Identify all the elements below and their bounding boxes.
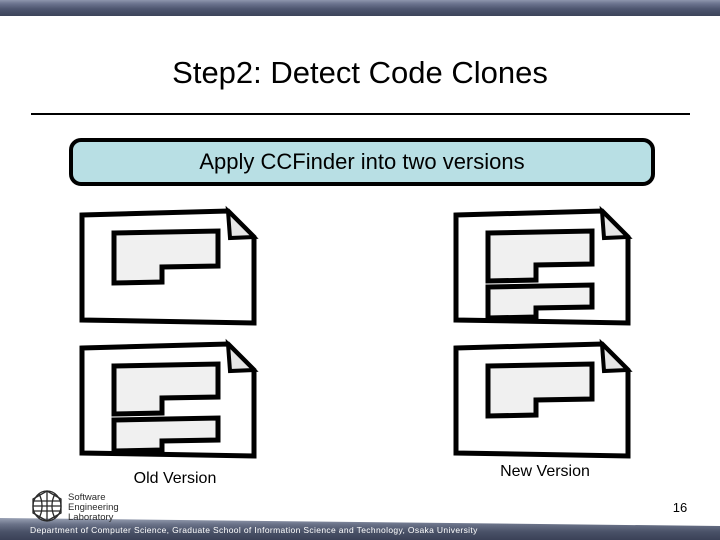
document-old-version-top [78, 205, 264, 327]
clone-region [111, 415, 221, 454]
footer-text: Department of Computer Science, Graduate… [30, 525, 478, 535]
logo: Software Engineering Laboratory [31, 489, 136, 525]
logo-line-1: Software [68, 492, 106, 503]
top-decorative-band [0, 0, 720, 16]
folded-corner-icon [225, 205, 259, 241]
document-new-version-bottom [452, 338, 638, 460]
clone-region [485, 228, 595, 284]
clone-region [111, 228, 221, 286]
globe-grid-icon [32, 490, 62, 522]
clone-region [485, 361, 595, 419]
page-title: Step2: Detect Code Clones [172, 55, 548, 90]
folded-corner-icon [225, 338, 259, 374]
footer-band [0, 513, 720, 540]
logo-line-2: Engineering [68, 502, 119, 513]
folded-corner-icon [599, 338, 633, 374]
clone-region [111, 361, 221, 417]
top-band-edge [0, 16, 720, 18]
page-number: 16 [672, 500, 688, 515]
document-old-version-bottom [78, 338, 264, 460]
title-divider-rule [31, 113, 690, 115]
logo-line-3: Laboratory [68, 512, 114, 523]
clone-region [485, 282, 595, 321]
folded-corner-icon [599, 205, 633, 241]
label-old-version: Old Version [133, 470, 217, 487]
document-new-version-top [452, 205, 638, 327]
callout-text: Apply CCFinder into two versions [199, 149, 525, 174]
callout-box: Apply CCFinder into two versions [69, 138, 655, 186]
label-new-version: New Version [500, 463, 590, 480]
